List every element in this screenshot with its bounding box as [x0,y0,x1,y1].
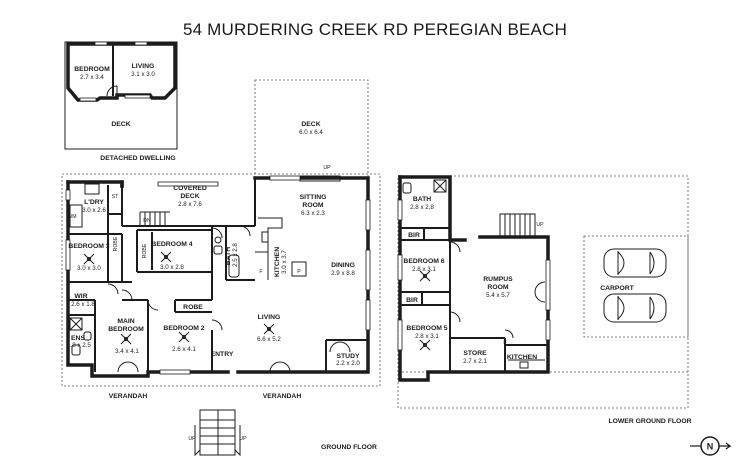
verandah-left-label: VERANDAH [109,393,148,400]
ground-floor [61,79,381,457]
detached-living-label: LIVING [132,63,155,70]
living-dim: 6.6 x 5.2 [257,336,281,343]
bedroom-6-dim: 2.8 x 3.1 [412,266,436,273]
detached-bedroom-dim: 2.7 x 3.4 [80,74,104,81]
store-label: STORE [463,350,487,357]
covered-deck-label-2: DECK [180,193,199,200]
dining-label: DINING [331,262,355,269]
kitchen-label: KITCHEN [274,247,281,277]
rumpus-dim: 5.4 x 5.7 [486,292,510,299]
detached-caption: DETACHED DWELLING [100,155,175,162]
lower-ground-floor-caption: LOWER GROUND FLOOR [608,418,691,425]
bedroom-4-label: BEDROOM 4 [151,241,192,248]
lower-up-label: UP [536,222,544,228]
store-dim: 2.7 x 2.1 [463,358,487,365]
detached-bedroom-label: BEDROOM [74,66,110,73]
main-bedroom-dim: 3.4 x 4.1 [115,348,139,355]
ensuite-dim: 1.8 x 2.5 [67,342,91,349]
car-icon-top [603,248,667,278]
dining-dim: 2.9 x 8.8 [331,270,355,277]
lower-fridge-label: F [503,340,506,346]
bath-dim: 2.5 x 2.8 [232,243,239,267]
rumpus-label-2: ROOM [487,284,508,291]
lower-bath-label: BATH [413,196,431,203]
living-label: LIVING [258,314,281,321]
deck-dim: 6.0 x 6.4 [299,129,323,136]
main-bedroom-label-1: MAIN [117,318,134,325]
compass-north-label: N [707,442,714,452]
bedroom-6-label: BEDROOM 6 [403,258,444,265]
car-icon-bottom [603,293,667,323]
ground-floor-caption: GROUND FLOOR [321,444,377,451]
detached-living-dim: 3.1 x 3.0 [131,71,155,78]
lower-ground-floor [397,175,689,409]
bedroom-5-dim: 2.8 x 3.1 [415,333,439,340]
stairs-up-right-label: UP [239,436,247,442]
sitting-room-dim: 6.3 x 2.3 [301,210,325,217]
wir-dim: 2.6 x 1.8 [71,301,95,308]
ensuite-label: ENS [71,335,85,342]
north-compass-icon: N [690,436,732,456]
covered-deck-dn-label: DN [143,218,151,224]
bedroom-3-dim: 3.0 x 3.0 [77,265,101,272]
main-bedroom-label-2: BEDROOM [108,326,144,333]
bedroom-3-label: BEDROOM 3 [68,243,109,250]
laundry-store-label: ST [112,194,119,200]
bedroom-2-label: BEDROOM 2 [163,325,204,332]
sitting-room-label-1: SITTING [300,194,327,201]
robe-2-label: ROBE [142,243,148,258]
bir-2-label: BIR [406,297,418,304]
ground-fridge-label: F [259,269,262,275]
plan-title: 54 MURDERING CREEK RD PEREGIAN BEACH [182,20,568,39]
covered-deck-label-1: COVERED [173,185,207,192]
carport-label: CARPORT [600,285,634,292]
rumpus-label-1: RUMPUS [483,276,513,283]
bedroom-4-dim: 3.0 x 2.8 [160,264,184,271]
detached-deck-label: DECK [111,121,130,128]
bedroom-5-label: BEDROOM 5 [406,325,447,332]
entry-label: ENTRY [211,351,234,358]
stairs-up-left-label: UP [188,436,196,442]
study-label: STUDY [336,353,360,360]
laundry-dim: 3.0 x 2.6 [82,207,106,214]
kitchen-dim: 3.0 x 3.7 [281,250,288,274]
deck-up-label: UP [323,165,331,171]
detached-dwelling [64,41,178,150]
laundry-label: L'DRY [84,199,104,206]
washing-machine-label: WM [67,214,76,220]
bedroom-2-dim: 2.6 x 4.1 [172,346,196,353]
study-dim: 2.2 x 2.0 [336,360,360,367]
verandah-right-label: VERANDAH [263,393,302,400]
pantry-label: P [297,269,301,275]
lower-kitchen-label: KITCHEN [507,354,537,361]
deck-label: DECK [301,121,320,128]
covered-deck-dim: 2.8 x 7.6 [178,201,202,208]
robe-3-label: ROBE [183,304,203,311]
sitting-room-label-2: ROOM [302,202,323,209]
bir-1-label: BIR [408,232,420,239]
lower-bath-dim: 2.8 x 2.8 [410,204,434,211]
bath-label: BATH [225,247,232,265]
wir-label: WIR [74,293,87,300]
robe-1-label: ROBE [113,236,119,251]
